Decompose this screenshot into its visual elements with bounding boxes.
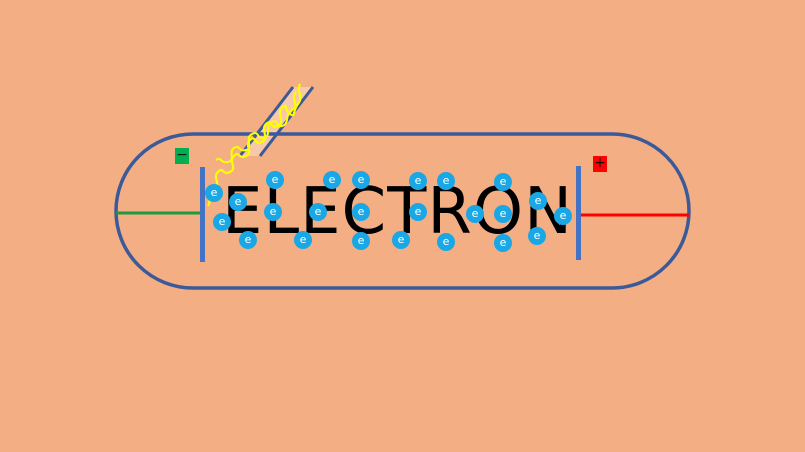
electron-icon: e [239, 231, 257, 249]
electron-icon: e [213, 213, 231, 231]
electron-icon: e [437, 233, 455, 251]
electron-icon: e [529, 192, 547, 210]
electron-icon: e [437, 172, 455, 190]
electron-icon: e [409, 203, 427, 221]
electron-icon: e [294, 231, 312, 249]
plus-icon: + [594, 155, 606, 171]
electron-icon: e [309, 203, 327, 221]
cathode-plate [200, 167, 205, 262]
minus-icon: − [176, 147, 188, 163]
electron-icon: e [466, 205, 484, 223]
electron-icon: e [409, 172, 427, 190]
electron-icon: e [494, 173, 512, 191]
electron-icon: e [205, 184, 223, 202]
positive-terminal-badge: + [593, 156, 607, 172]
electron-icon: e [229, 193, 247, 211]
electron-icon: e [323, 171, 341, 189]
electron-icon: e [528, 227, 546, 245]
negative-terminal-badge: − [175, 148, 189, 164]
electron-icon: e [392, 231, 410, 249]
electron-icon: e [266, 171, 284, 189]
electron-icon: e [494, 205, 512, 223]
electron-icon: e [352, 203, 370, 221]
vacuum-tube-outline [114, 132, 691, 290]
electron-icon: e [264, 203, 282, 221]
electron-icon: e [494, 234, 512, 252]
light-ray-wave-2 [215, 91, 297, 164]
anode-plate [576, 166, 581, 260]
electron-icon: e [554, 207, 572, 225]
electron-icon: e [352, 232, 370, 250]
electron-icon: e [352, 171, 370, 189]
